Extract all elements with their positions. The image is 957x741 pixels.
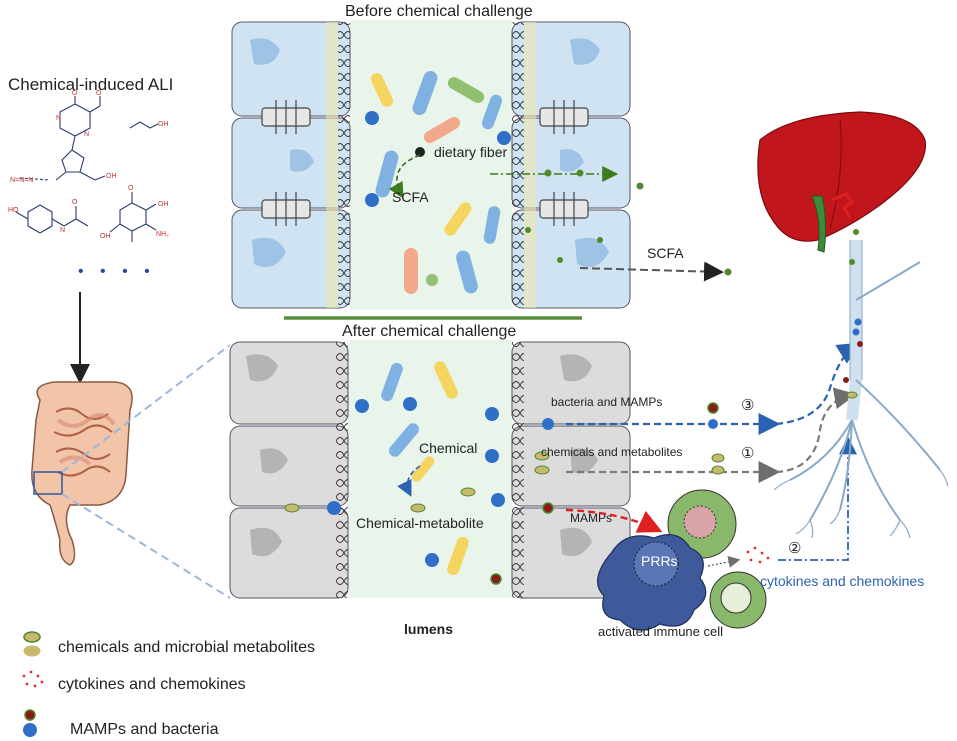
scfa-outer-label: SCFA	[647, 245, 684, 261]
scfa-inner-label: SCFA	[392, 189, 429, 205]
chemical-metabolite-label: Chemical-metabolite	[356, 515, 484, 531]
prrs-label: PRRs	[641, 553, 678, 569]
cytokine-release-arrow	[707, 555, 741, 568]
activated-immune-cell-label: activated immune cell	[598, 624, 723, 639]
top-right-epithelium	[511, 21, 631, 309]
route-3-label: ③	[741, 397, 754, 414]
route-2-arrow	[778, 436, 857, 561]
zoom-line-top	[61, 344, 231, 473]
activated-immune-cell-icon	[597, 489, 767, 631]
fiber-to-scfa-arrow	[388, 154, 421, 199]
legend-item-cytokines: cytokines and chemokines	[22, 670, 246, 693]
legend-item-chemicals: chemicals and microbial metabolites	[23, 631, 315, 657]
top-panel-title: Before chemical challenge	[345, 3, 533, 20]
svg-text:O: O	[96, 90, 102, 97]
mamp-swatch-icon	[24, 709, 36, 721]
bacteria-swatch-icon	[23, 723, 37, 737]
bacteria-mamps-label: bacteria and MAMPs	[551, 395, 662, 409]
svg-text:N=N=N: N=N=N	[10, 177, 33, 184]
svg-text:OH: OH	[106, 173, 117, 180]
cytokine-dots-icon	[746, 546, 770, 564]
svg-text:O: O	[72, 90, 78, 97]
svg-text:OH: OH	[158, 201, 169, 208]
route-3-portal-arrow	[775, 342, 860, 426]
svg-text:N: N	[56, 115, 61, 122]
dietary-fiber-label: dietary fiber	[434, 144, 507, 160]
route-1-portal-arrow	[775, 387, 857, 474]
portal-vein-icon	[773, 240, 949, 539]
zoom-line-bottom	[61, 493, 231, 599]
legend: chemicals and microbial metabolites cyto…	[22, 631, 315, 738]
tight-junction-icons	[261, 100, 589, 226]
top-left-epithelium	[231, 21, 351, 309]
svg-text:O: O	[72, 199, 78, 206]
cytokine-swatch-icon	[22, 670, 44, 688]
svg-text:N: N	[84, 131, 89, 138]
chemical-label: Chemical	[419, 440, 477, 456]
top-bacteria	[365, 70, 511, 294]
left-panel: Chemical-induced ALI O O N N	[8, 75, 231, 599]
bottom-panel-title: After chemical challenge	[342, 323, 516, 340]
bottom-right-epithelium	[511, 341, 631, 599]
chemical-structures-icon	[15, 96, 159, 242]
scfa-dots	[525, 169, 732, 276]
chemical-metabolism-arrow	[397, 465, 421, 497]
cytokines-chemokines-label: cytokines and chemokines	[760, 573, 924, 589]
lumens-label: lumens	[404, 621, 453, 637]
more-chemicals-dots: • • • •	[78, 263, 156, 280]
legend-label-chemicals: chemicals and microbial metabolites	[58, 639, 315, 656]
bottom-bacteria	[284, 361, 554, 585]
chemical-metabolite-swatch-icon	[23, 631, 41, 643]
top-lumen	[350, 20, 512, 310]
svg-text:NH₂: NH₂	[156, 231, 169, 238]
legend-label-mamps: MAMPs and bacteria	[70, 721, 219, 738]
intestine-icon	[31, 381, 133, 566]
svg-text:O: O	[128, 185, 134, 192]
svg-text:OH: OH	[100, 233, 111, 240]
top-panel: Before chemical challenge	[231, 3, 732, 310]
chemicals-metabolites-label: chemicals and metabolites	[541, 445, 682, 459]
portal-vein-particles	[843, 229, 863, 399]
mamps-to-immune-arrow	[565, 508, 663, 533]
ali-title: Chemical-induced ALI	[8, 75, 173, 94]
liver-icon	[757, 111, 927, 253]
bottom-left-epithelium	[229, 341, 349, 599]
route-2-label: ②	[788, 540, 801, 557]
legend-item-mamps: MAMPs and bacteria	[23, 709, 219, 738]
route-1-label: ①	[741, 445, 754, 462]
chemical-metabolite-swatch-icon-2	[23, 645, 41, 657]
svg-text:N: N	[60, 227, 65, 234]
intestine-zoom-box	[33, 471, 63, 495]
legend-label-cytokines: cytokines and chemokines	[58, 676, 246, 693]
svg-text:HO: HO	[8, 207, 19, 214]
svg-text:OH: OH	[158, 121, 169, 128]
structure-heteroatoms: O O N N OH N=N=N OH HO N O OH O NH₂ OH	[8, 90, 169, 240]
bottom-panel: After chemical challenge	[229, 323, 924, 639]
